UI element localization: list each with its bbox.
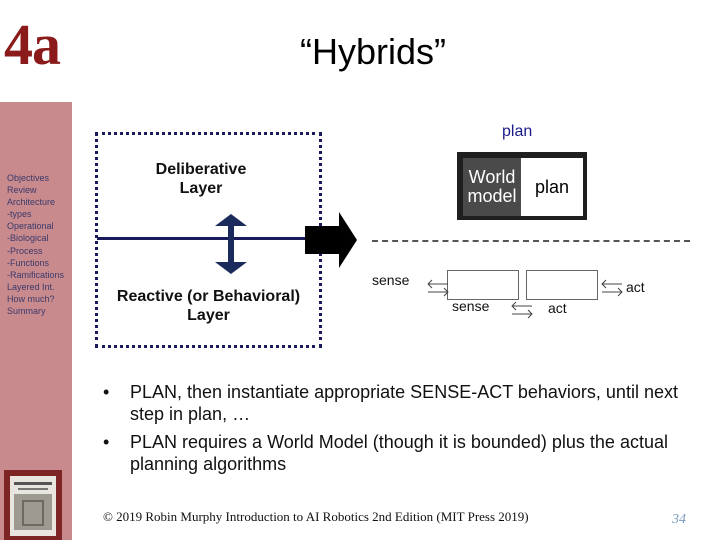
sidebar-item[interactable]: -Ramifications — [7, 269, 65, 280]
bullet-list: PLAN, then instantiate appropriate SENSE… — [103, 381, 703, 481]
bullet-item: PLAN requires a World Model (though it i… — [103, 431, 703, 475]
sidebar-panel — [0, 102, 72, 540]
sense-act-link-icon — [511, 301, 533, 319]
sidebar-item[interactable]: Objectives — [7, 173, 50, 183]
act-label: act — [548, 300, 567, 316]
sequence-dashed-line — [372, 240, 690, 242]
bullet-item: PLAN, then instantiate appropriate SENSE… — [103, 381, 703, 425]
reactive-layer-label: Reactive (or Behavioral) Layer — [116, 288, 301, 325]
deliberative-layer-label: Deliberative Layer — [155, 161, 247, 198]
page-number: 34 — [672, 512, 686, 527]
sidebar-item[interactable]: Summary — [7, 306, 46, 317]
sense-act-box-back — [447, 270, 519, 300]
sense-act-box-back — [526, 270, 598, 300]
sense-act-link-icon — [427, 279, 449, 297]
sidebar-item[interactable]: Layered Int. — [7, 281, 55, 292]
sidebar-item[interactable]: -types — [7, 209, 32, 220]
sense-act-link-icon — [601, 279, 623, 297]
book-cover-image — [4, 470, 62, 540]
sidebar-item[interactable]: Architecture — [7, 197, 56, 208]
plan-label: plan — [502, 123, 533, 140]
sidebar-item[interactable]: How much? — [7, 293, 55, 304]
world-model-plan-box: World model plan — [457, 152, 587, 220]
sidebar-outline: Objectives Review Architecture -types Op… — [7, 172, 64, 317]
act-label: act — [626, 279, 645, 295]
sidebar-item[interactable]: Operational — [7, 221, 54, 232]
layer-divider — [97, 237, 320, 240]
sidebar-item[interactable]: -Process — [7, 245, 43, 256]
sense-label: sense — [452, 298, 490, 314]
plan-cell-label: plan — [521, 158, 583, 216]
right-arrow-icon — [305, 212, 357, 268]
sidebar-item[interactable]: -Functions — [7, 257, 50, 268]
slide-title: “Hybrids” — [300, 31, 447, 72]
sidebar-item[interactable]: Review — [7, 185, 37, 196]
sidebar-item[interactable]: -Biological — [7, 233, 49, 244]
world-model-label: World model — [463, 158, 521, 216]
double-arrow-icon — [215, 214, 247, 274]
chapter-number: 4a — [4, 12, 61, 77]
sense-label: sense — [372, 272, 410, 288]
copyright-footer: © 2019 Robin Murphy Introduction to AI R… — [103, 509, 529, 524]
